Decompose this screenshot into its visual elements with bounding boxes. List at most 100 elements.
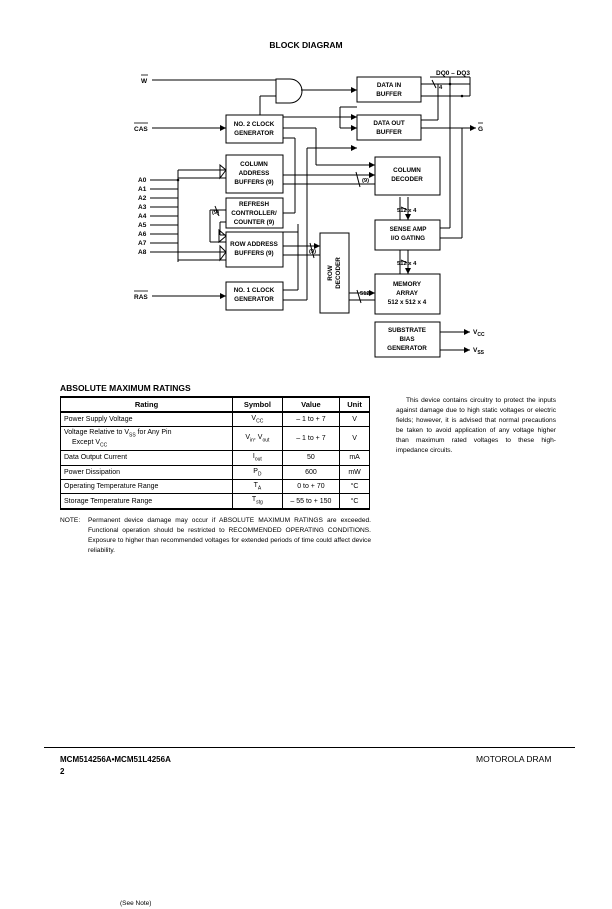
header-unit: Unit xyxy=(339,396,370,413)
value-cell: 0 to + 70 xyxy=(281,479,341,495)
bus-label-9-row: (9) xyxy=(309,249,316,255)
addr-a7: A7 xyxy=(138,240,147,247)
clock1-label-2: GENERATOR xyxy=(234,296,274,303)
addr-a3: A3 xyxy=(138,204,147,211)
footer-left: MCM514256A•MCM51L4256A 2 xyxy=(60,754,171,778)
memory-label-2: ARRAY xyxy=(396,290,419,297)
header-value: Value xyxy=(281,396,341,413)
unit-cell: °C xyxy=(339,493,370,510)
unit-cell: mA xyxy=(339,450,370,466)
rating-cell: Operating Temperature Range xyxy=(59,479,234,495)
bus-label-9-col: (9) xyxy=(362,178,369,184)
row-addr-label-1: ROW ADDRESS xyxy=(230,241,278,248)
unit-cell: mW xyxy=(339,465,370,480)
side-paragraph: This device contains circuitry to protec… xyxy=(396,397,556,454)
dq-signal-label: DQ0 – DQ3 xyxy=(436,70,470,77)
ratings-header-row: Rating Symbol Value Unit xyxy=(59,396,370,413)
addr-a8: A8 xyxy=(138,249,147,256)
rating-cell: Storage Temperature Range xyxy=(59,493,234,510)
refresh-label-1: REFRESH xyxy=(239,201,270,208)
row-address-block xyxy=(225,231,284,268)
vcc-label: VCC xyxy=(473,329,485,338)
substrate-bias-block xyxy=(374,321,441,358)
col-addr-label-3: BUFFERS (9) xyxy=(234,179,273,186)
ratings-table: Rating Symbol Value Unit Power Supply Vo… xyxy=(59,396,370,510)
substrate-label-1: SUBSTRATE xyxy=(388,327,426,334)
footer-brand: MOTOROLA DRAM xyxy=(476,754,552,764)
clock2-block xyxy=(225,114,284,144)
bus-label-512x4-a: 512 x 4 xyxy=(397,208,417,214)
header-rating: Rating xyxy=(59,396,234,413)
row-addr-label-2: BUFFERS (9) xyxy=(234,250,273,257)
and-gate xyxy=(275,78,303,104)
col-dec-label-1: COLUMN xyxy=(393,167,421,174)
row-dec-label-1: ROW xyxy=(327,265,334,280)
vss-label: VSS xyxy=(473,347,485,356)
col-dec-label-2: DECODER xyxy=(391,176,423,183)
col-addr-label-1: COLUMN xyxy=(240,161,268,168)
ratings-note: NOTE: Permanent device damage may occur … xyxy=(60,516,371,556)
bus-label-4: 4 xyxy=(439,85,443,91)
bus-label-512: 512 xyxy=(360,291,370,297)
addr-a5: A5 xyxy=(138,222,147,229)
data-in-label-1: DATA IN xyxy=(377,82,402,89)
data-in-label-2: BUFFER xyxy=(376,91,402,98)
symbol-cell: VCC xyxy=(232,412,283,428)
ras-signal-label: RAS xyxy=(134,294,148,301)
addr-a4: A4 xyxy=(138,213,147,220)
symbol-cell: Tstg xyxy=(232,493,283,510)
symbol-cell: TA xyxy=(232,479,283,495)
cas-signal-label: CAS xyxy=(134,126,148,133)
clock2-label-2: GENERATOR xyxy=(234,130,274,137)
symbol-cell: Iout xyxy=(232,450,283,466)
ratings-title: ABSOLUTE MAXIMUM RATINGS (See Note) xyxy=(60,383,191,907)
sense-amp-block xyxy=(374,219,441,251)
sense-label-1: SENSE AMP xyxy=(390,226,427,233)
footer-part-number: MCM514256A•MCM51L4256A xyxy=(60,755,171,764)
value-cell: 600 xyxy=(281,465,341,480)
refresh-label-2: CONTROLLER/ xyxy=(231,210,277,217)
addr-a1: A1 xyxy=(138,186,147,193)
memory-array-block xyxy=(374,273,441,315)
symbol-cell: PD xyxy=(232,465,283,480)
rating-cell: Data Output Current xyxy=(59,450,234,466)
substrate-label-3: GENERATOR xyxy=(387,345,427,352)
addr-a2: A2 xyxy=(138,195,147,202)
bus-label-9-refresh: (9) xyxy=(212,210,219,216)
unit-cell: V xyxy=(339,412,370,428)
note-text: Permanent device damage may occur if ABS… xyxy=(88,517,371,554)
unit-cell: V xyxy=(339,426,370,452)
rating-cell: Power Dissipation xyxy=(59,465,234,480)
clock1-block xyxy=(225,281,284,311)
addr-a6: A6 xyxy=(138,231,147,238)
col-addr-label-2: ADDRESS xyxy=(239,170,270,177)
header-symbol: Symbol xyxy=(232,396,283,413)
value-cell: 50 xyxy=(281,450,341,466)
data-out-label-1: DATA OUT xyxy=(373,120,405,127)
footer-rule xyxy=(44,747,575,748)
w-signal-label: W xyxy=(141,78,148,85)
unit-cell: °C xyxy=(339,479,370,495)
column-address-block xyxy=(225,154,284,194)
footer-page-number: 2 xyxy=(60,767,65,776)
note-label: NOTE: xyxy=(60,517,81,524)
memory-label-3: 512 x 512 x 4 xyxy=(388,299,427,306)
block-diagram-title: BLOCK DIAGRAM xyxy=(269,40,343,50)
refresh-controller-block xyxy=(225,197,284,229)
memory-label-1: MEMORY xyxy=(393,281,422,288)
see-note: (See Note) xyxy=(120,900,152,907)
data-in-block xyxy=(356,76,422,103)
clock2-label-1: NO. 2 CLOCK xyxy=(234,121,275,128)
substrate-label-2: BIAS xyxy=(399,336,414,343)
row-dec-label-2: DECODER xyxy=(335,257,342,289)
sense-label-2: I/O GATING xyxy=(391,235,425,242)
data-out-label-2: BUFFER xyxy=(376,129,402,136)
addr-a0: A0 xyxy=(138,177,147,184)
